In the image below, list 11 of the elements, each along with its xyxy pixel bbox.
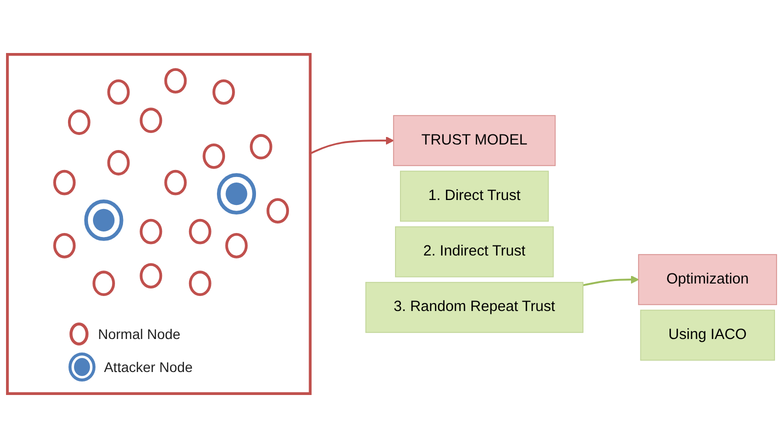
process-box: TRUST MODEL [393,115,556,166]
process-box: Using IACO [640,310,775,361]
process-box: 2. Indirect Trust [395,226,554,278]
arrow [310,136,394,154]
legend-text: Attacker Node [104,358,193,375]
process-box: 3. Random Repeat Trust [365,282,584,333]
legend-text: Normal Node [98,326,180,342]
process-box: Optimization [638,254,778,306]
arrow [582,276,639,286]
process-box: 1. Direct Trust [400,170,549,222]
network-panel [6,53,312,395]
